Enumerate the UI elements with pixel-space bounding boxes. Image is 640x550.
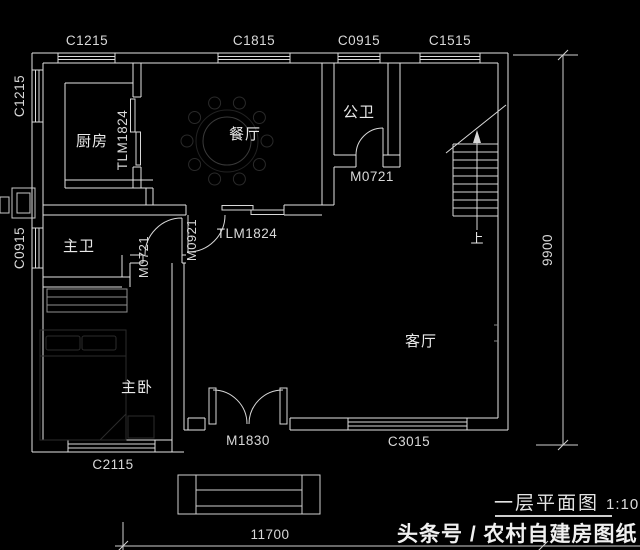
window-label-c1215-left: C1215	[12, 75, 27, 117]
dimension-lines	[115, 49, 640, 550]
window-label-c1515-top: C1515	[429, 33, 471, 48]
stairs	[445, 104, 507, 230]
wardrobe	[46, 288, 128, 313]
window-label-c3015-bottom: C3015	[388, 434, 430, 449]
window-symbols	[32, 53, 481, 452]
dimension-height: 9900	[540, 234, 555, 266]
dining-table	[180, 96, 274, 186]
window-label-c0915-left: C0915	[12, 227, 27, 269]
flue-box	[0, 187, 36, 219]
bed	[39, 329, 155, 441]
window-label-c2115-bottom: C2115	[92, 457, 133, 472]
room-label-kitchen: 厨房	[76, 133, 108, 150]
wall-tick-marks	[494, 324, 498, 342]
window-label-c0915-top: C0915	[338, 33, 380, 48]
door-symbols	[130, 98, 384, 425]
room-label-master-bath: 主卫	[63, 238, 95, 255]
plan-title: 一层平面图	[494, 493, 599, 514]
room-label-dining: 餐厅	[229, 126, 261, 143]
entry-porch-steps	[177, 474, 321, 515]
door-label-m1830-entry: M1830	[226, 433, 270, 448]
door-label-m0721-master: M0721	[136, 236, 151, 278]
stairs-up-arrow	[473, 130, 481, 143]
stairs-up-label: 上	[470, 231, 483, 246]
wall-lines	[31, 52, 509, 453]
room-label-master-bedroom: 主卧	[121, 379, 153, 396]
door-label-tlm1824-dining: TLM1824	[217, 226, 278, 241]
door-label-m0721-public: M0721	[350, 169, 394, 184]
room-label-public-bath: 公卫	[343, 104, 375, 121]
watermark-text: 头条号 / 农村自建房图纸	[397, 522, 638, 546]
window-label-c1815-top: C1815	[233, 33, 275, 48]
dimension-width: 11700	[250, 527, 289, 542]
door-label-m0921-hall: M0921	[184, 219, 199, 261]
door-label-tlm1824-kitchen: TLM1824	[115, 110, 130, 171]
window-label-c1215-top: C1215	[66, 33, 108, 48]
room-label-living: 客厅	[405, 333, 437, 350]
plan-scale: 1:10	[606, 496, 639, 513]
